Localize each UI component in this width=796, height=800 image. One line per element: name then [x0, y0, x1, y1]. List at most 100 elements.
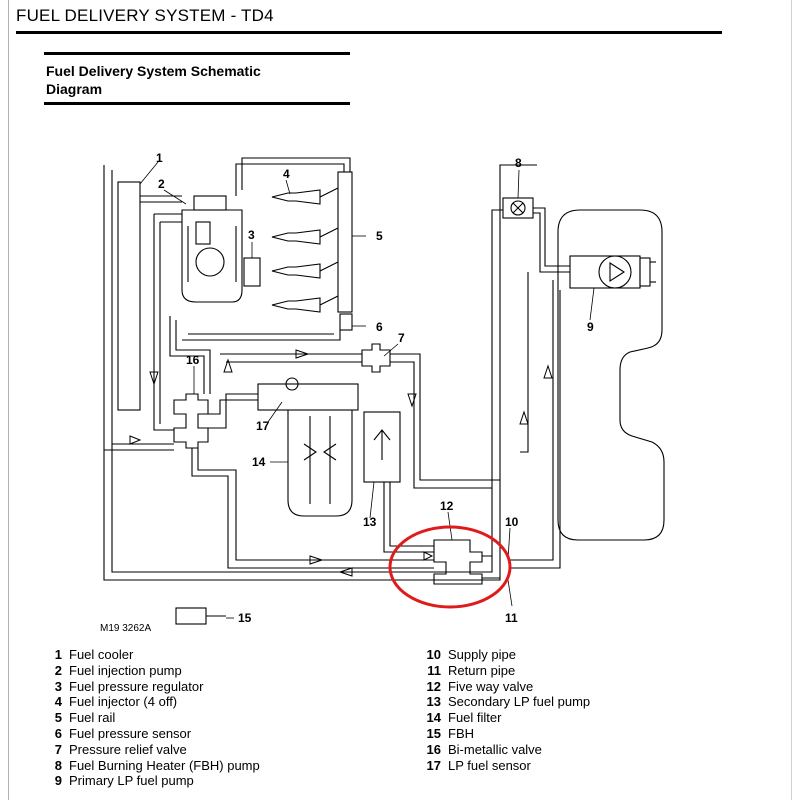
- figure-code: M19 3262A: [100, 623, 151, 634]
- legend-item: 7 Pressure relief valve: [46, 742, 260, 758]
- callout-11: 11: [505, 611, 518, 625]
- bi-metallic-valve: [173, 393, 209, 449]
- five-way-valve-highlight: [388, 525, 512, 609]
- secondary-lp-fuel-pump: [363, 411, 401, 483]
- legend-num: 3: [54, 678, 62, 694]
- legend-num: 9: [54, 773, 62, 789]
- section-title-line2: Diagram: [46, 81, 103, 97]
- page-frame-right: [791, 0, 792, 800]
- legend-label: Fuel Burning Heater (FBH) pump: [69, 757, 260, 773]
- fuel-injection-pump: [181, 195, 243, 303]
- legend-label: Fuel rail: [69, 710, 116, 726]
- legend-label: Pressure relief valve: [69, 741, 187, 757]
- callout-8: 8: [515, 156, 522, 170]
- fbh-pump: [502, 197, 534, 219]
- legend-num: 14: [426, 710, 441, 726]
- legend-num: 6: [54, 725, 62, 741]
- legend-label: Fuel injector (4 off): [69, 694, 178, 710]
- callout-6: 6: [376, 320, 383, 334]
- legend-item: 3 Fuel pressure regulator: [46, 679, 260, 695]
- legend-item: 10 Supply pipe: [413, 647, 590, 663]
- fuel-filter: [257, 377, 359, 517]
- page-title: FUEL DELIVERY SYSTEM - TD4: [16, 6, 274, 25]
- fuel-tank-outline: [557, 209, 665, 541]
- callout-4: 4: [283, 167, 290, 181]
- legend-num: 16: [426, 741, 441, 757]
- legend-label: Fuel injection pump: [69, 662, 182, 678]
- legend-num: 2: [54, 662, 62, 678]
- five-way-valve: [433, 539, 483, 585]
- legend-num: 12: [426, 678, 441, 694]
- legend-num: 7: [54, 741, 62, 757]
- legend-item: 4 Fuel injector (4 off): [46, 694, 260, 710]
- fuel-injectors: [271, 189, 321, 313]
- legend-label: Fuel cooler: [69, 647, 134, 662]
- section-title-line1: Fuel Delivery System Schematic: [46, 63, 261, 79]
- legend-label: LP fuel sensor: [448, 757, 531, 773]
- callout-3: 3: [248, 228, 255, 242]
- legend-item: 2 Fuel injection pump: [46, 663, 260, 679]
- fbh: [175, 607, 207, 625]
- fuel-pressure-regulator: [243, 257, 261, 287]
- legend-item: 8 Fuel Burning Heater (FBH) pump: [46, 758, 260, 774]
- callout-17: 17: [256, 419, 270, 433]
- legend-label: Supply pipe: [448, 647, 516, 662]
- callout-10: 10: [505, 515, 519, 529]
- legend-label: FBH: [448, 725, 474, 741]
- legend-item: 17 LP fuel sensor: [413, 758, 590, 774]
- legend-num: 5: [54, 710, 62, 726]
- section-rule-top: [44, 52, 350, 55]
- callout-12: 12: [440, 499, 454, 513]
- fuel-pipework: [103, 157, 570, 617]
- pressure-relief-valve: [361, 343, 391, 373]
- legend-item: 15 FBH: [413, 726, 590, 742]
- legend-num: 8: [54, 757, 62, 773]
- legend-label: Primary LP fuel pump: [69, 773, 194, 789]
- callout-13: 13: [363, 515, 377, 529]
- legend-label: Fuel pressure regulator: [69, 678, 204, 694]
- callout-9: 9: [587, 320, 594, 334]
- callout-14: 14: [252, 455, 266, 469]
- legend-item: 9 Primary LP fuel pump: [46, 773, 260, 789]
- fuel-cooler: [117, 181, 141, 411]
- legend-right: 10 Supply pipe 11 Return pipe 12 Five way v…: [413, 647, 591, 774]
- legend-label: Secondary LP fuel pump: [448, 694, 591, 710]
- legend-item: 12 Five way valve: [413, 679, 590, 695]
- legend-item: 6 Fuel pressure sensor: [46, 726, 260, 742]
- legend-num: 1: [54, 647, 62, 662]
- section-title: Fuel Delivery System Schematic Diagram: [46, 62, 346, 98]
- callout-15: 15: [238, 611, 252, 625]
- legend-num: 11: [427, 662, 441, 678]
- callout-16: 16: [186, 353, 200, 367]
- callout-7: 7: [398, 331, 405, 345]
- fuel-pressure-sensor: [339, 313, 353, 331]
- legend-item: 5 Fuel rail: [46, 710, 260, 726]
- legend-num: 4: [54, 694, 62, 710]
- callout-2: 2: [158, 177, 165, 191]
- legend-label: Fuel filter: [448, 710, 502, 726]
- legend-num: 15: [426, 725, 441, 741]
- callout-1: 1: [156, 151, 163, 165]
- legend-label: Return pipe: [448, 662, 516, 678]
- legend-item: 16 Bi-metallic valve: [413, 742, 590, 758]
- leader-lines: [139, 161, 595, 619]
- header-rule: [16, 31, 722, 34]
- flow-arrows: [129, 349, 553, 577]
- legend-item: 11 Return pipe: [413, 663, 590, 679]
- legend-label: Bi-metallic valve: [448, 741, 542, 757]
- callout-5: 5: [376, 229, 383, 243]
- page-frame-left: [8, 0, 9, 800]
- legend-item: 14 Fuel filter: [413, 710, 590, 726]
- legend-num: 10: [426, 647, 441, 662]
- legend-item: 13 Secondary LP fuel pump: [413, 694, 591, 710]
- primary-lp-fuel-pump: [569, 255, 656, 289]
- legend-item: 1 Fuel cooler: [46, 647, 260, 663]
- legend-label: Fuel pressure sensor: [69, 725, 192, 741]
- legend-num: 17: [426, 757, 441, 773]
- section-rule-bottom: [44, 102, 350, 105]
- legend-label: Five way valve: [448, 678, 534, 694]
- legend-num: 13: [426, 694, 441, 710]
- fuel-rail: [337, 171, 353, 313]
